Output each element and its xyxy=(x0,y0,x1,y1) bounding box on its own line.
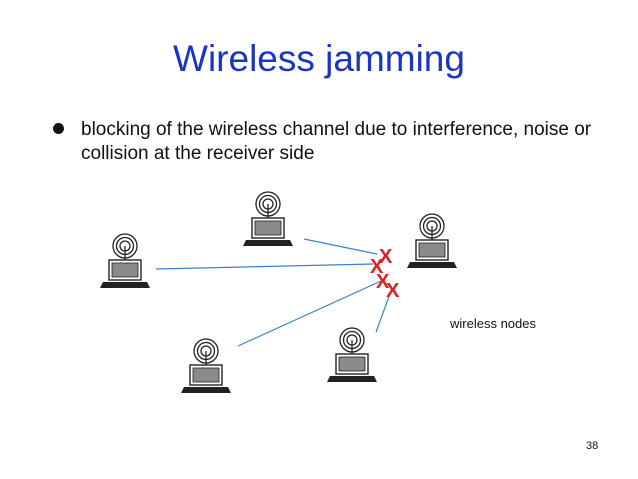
slide-number: 38 xyxy=(586,440,599,452)
wireless-node xyxy=(242,191,294,247)
wireless-node xyxy=(326,327,378,383)
wireless-node xyxy=(99,233,151,289)
wireless-node xyxy=(406,213,458,269)
jam-markers: X X X X xyxy=(370,246,400,302)
link-line xyxy=(375,290,392,333)
jam-marker: X xyxy=(379,246,393,268)
link-line xyxy=(237,280,382,347)
bullet-text: blocking of the wireless channel due to … xyxy=(81,119,592,164)
link-line xyxy=(303,238,378,255)
slide-title: Wireless jamming xyxy=(173,38,465,79)
diagram-caption: wireless nodes xyxy=(450,316,536,331)
link-line xyxy=(155,263,374,270)
jam-marker: X xyxy=(376,271,390,293)
link-lines xyxy=(155,238,392,347)
jam-marker: X xyxy=(370,256,384,278)
jam-marker: X xyxy=(386,280,400,302)
bullet-dot xyxy=(53,123,64,134)
wireless-node xyxy=(180,338,232,394)
